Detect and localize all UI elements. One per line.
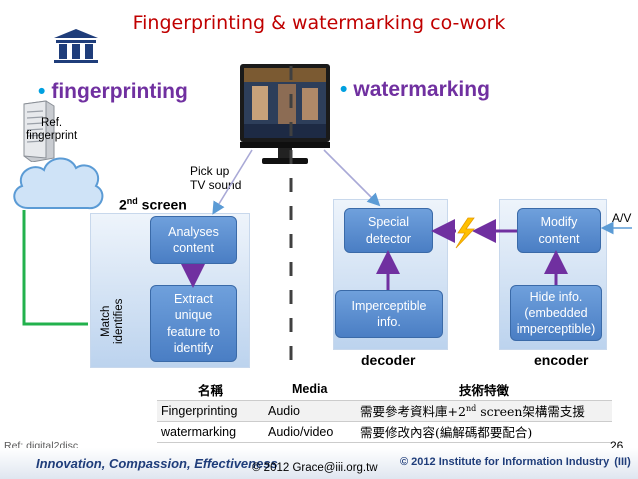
second-screen-label: 2nd screen: [119, 196, 187, 213]
extract-feature-box: Extract unique feature to identify: [150, 285, 237, 362]
iii-footer-text: (III): [614, 456, 631, 468]
bullet-fingerprinting-label: fingerprinting: [51, 80, 188, 103]
slogan-innovation: Innovation: [36, 456, 102, 471]
footer-copyright-right: © 2012 Institute for Information Industr…: [400, 456, 631, 468]
page-title: Fingerprinting & watermarking co-work: [132, 12, 506, 34]
cloud-icon: [13, 157, 104, 210]
bullet-fingerprinting: •fingerprinting: [38, 80, 188, 104]
imperceptible-info-box: Imperceptible info.: [335, 290, 443, 338]
special-detector-box: Special detector: [344, 208, 433, 253]
table-cell-media: Audio/video: [268, 424, 334, 439]
slogan-effectiveness: Effectiveness: [194, 456, 278, 471]
table-header-feature: 技術特徵: [356, 379, 612, 401]
slogan-sep-2: ,: [186, 456, 195, 471]
copyright-right-text: © 2012 Institute for Information Industr…: [400, 456, 610, 468]
tv-monitor-icon: [240, 64, 330, 164]
lightning-bolt-icon: [455, 217, 475, 249]
footer-copyright-center: © 2012 Grace@iii.org.tw: [252, 462, 378, 474]
footer-slogan: Innovation, Compassion, Effectiveness: [36, 456, 278, 471]
modify-content-text: Modify content: [538, 215, 580, 246]
iii-logo: [54, 29, 98, 63]
av-label: A/V: [612, 211, 632, 225]
divider-line: [289, 66, 293, 362]
table-row: Fingerprinting Audio 需要參考資料庫+2nd screen架…: [157, 400, 612, 421]
feature-text-pre: 需要參考資料庫+2: [360, 404, 466, 419]
footer-band: [0, 448, 638, 479]
hide-info-text: Hide info. (embedded imperceptible): [516, 289, 596, 337]
bullet-watermarking-label: watermarking: [353, 78, 490, 101]
modify-content-box: Modify content: [517, 208, 601, 253]
imperceptible-info-text: Imperceptible info.: [351, 298, 427, 329]
feature-text-pre: 需要修改內容(編解碼都要配合): [360, 425, 533, 440]
second-screen-num: 2: [119, 196, 127, 213]
arrow-tv-to-detector: [323, 149, 381, 207]
table-row: watermarking Audio/video 需要修改內容(編解碼都要配合): [157, 421, 612, 442]
decoder-label: decoder: [361, 352, 416, 368]
second-screen-sup: nd: [126, 196, 138, 206]
table-header-media: Media: [264, 379, 356, 401]
table-cell-feature: 需要修改內容(編解碼都要配合): [356, 421, 612, 442]
comparison-table: 名稱 Media 技術特徵 Fingerprinting Audio 需要參考資…: [157, 379, 612, 443]
encoder-label: encoder: [534, 352, 589, 368]
table-cell-name: Fingerprinting: [161, 403, 238, 418]
table-header-name: 名稱: [157, 379, 264, 401]
bullet-dot-icon: •: [38, 80, 46, 103]
feature-text-sup: nd: [465, 403, 477, 413]
table-cell-name: watermarking: [161, 424, 237, 439]
arrow-tv-to-analyses: [212, 149, 253, 215]
bullet-watermarking: •watermarking: [340, 78, 490, 102]
bullet-dot-icon: •: [340, 78, 348, 101]
table-cell-media: Audio: [268, 403, 300, 418]
ref-fingerprint-label: Ref. fingerprint: [26, 117, 78, 143]
table-cell-feature: 需要參考資料庫+2nd screen架構需支援: [356, 400, 612, 421]
special-detector-text: Special detector: [365, 215, 412, 246]
extract-feature-text: Extract unique feature to identify: [167, 292, 220, 355]
slogan-compassion: Compassion: [108, 456, 187, 471]
slogan-sep-1: ,: [101, 456, 109, 471]
hide-info-box: Hide info. (embedded imperceptible): [510, 285, 602, 341]
table-header-row: 名稱 Media 技術特徵: [157, 379, 612, 401]
second-screen-text: screen: [137, 196, 187, 213]
analyses-content-box: Analyses content: [150, 216, 237, 264]
green-link-line: [22, 210, 88, 326]
analyses-content-text: Analyses content: [168, 224, 219, 255]
server-icon: [23, 100, 55, 162]
feature-text-post: screen架構需支援: [476, 404, 585, 419]
